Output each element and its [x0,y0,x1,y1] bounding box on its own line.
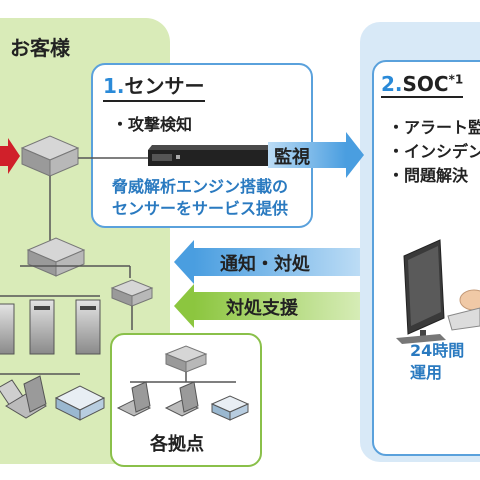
branch-laptop-1 [116,381,152,417]
customer-label: お客様 [10,36,70,60]
soc-monitor [396,239,446,344]
incoming-attack-arrow [0,138,20,174]
sensor-desc-line1: 脅威解析エンジン搭載の [111,177,288,196]
soc-item-problem: ・問題解決 [388,166,469,185]
sensor-title: 1.センサー [103,70,205,102]
operator-hand [447,289,480,331]
sensor-bullet: ・攻撃検知 [112,115,193,134]
printer-1 [54,385,106,421]
soc-item-incident: ・インシデン [388,142,480,161]
server-1 [0,303,15,355]
sensor-appliance [148,145,286,166]
branch-printer [210,395,250,421]
hub-branch [164,345,208,373]
support-label: 対処支援 [226,298,298,319]
router-main [20,135,80,177]
server-2 [29,299,55,355]
soc-title-number: 2. [381,72,403,96]
notify-label: 通知・対処 [220,254,310,275]
monitor-label: 監視 [274,147,310,168]
router-secondary [26,237,86,277]
soc-footer: 24時間 運用 [410,340,464,384]
notify-arrow [174,240,360,284]
laptop-2 [5,375,47,419]
monitor-arrow [268,132,364,178]
branch-laptop-2 [164,381,200,417]
soc-footer-line2: 運用 [410,363,443,382]
hub-small [110,279,154,307]
soc-footer-line1: 24時間 [410,341,465,360]
sensor-description: 脅威解析エンジン搭載の センサーをサービス提供 [93,176,307,220]
soc-title-footnote: *1 [448,72,464,87]
sensor-desc-line2: センサーをサービス提供 [111,199,288,218]
soc-title: 2.SOC*1 [381,72,464,98]
sensor-title-number: 1. [103,74,125,98]
server-3 [75,299,101,355]
sensor-title-text: センサー [124,74,205,98]
branch-label: 各拠点 [150,434,204,455]
support-arrow [174,284,360,328]
soc-title-text: SOC [402,72,449,96]
soc-item-alert: ・アラート監 [388,118,480,137]
